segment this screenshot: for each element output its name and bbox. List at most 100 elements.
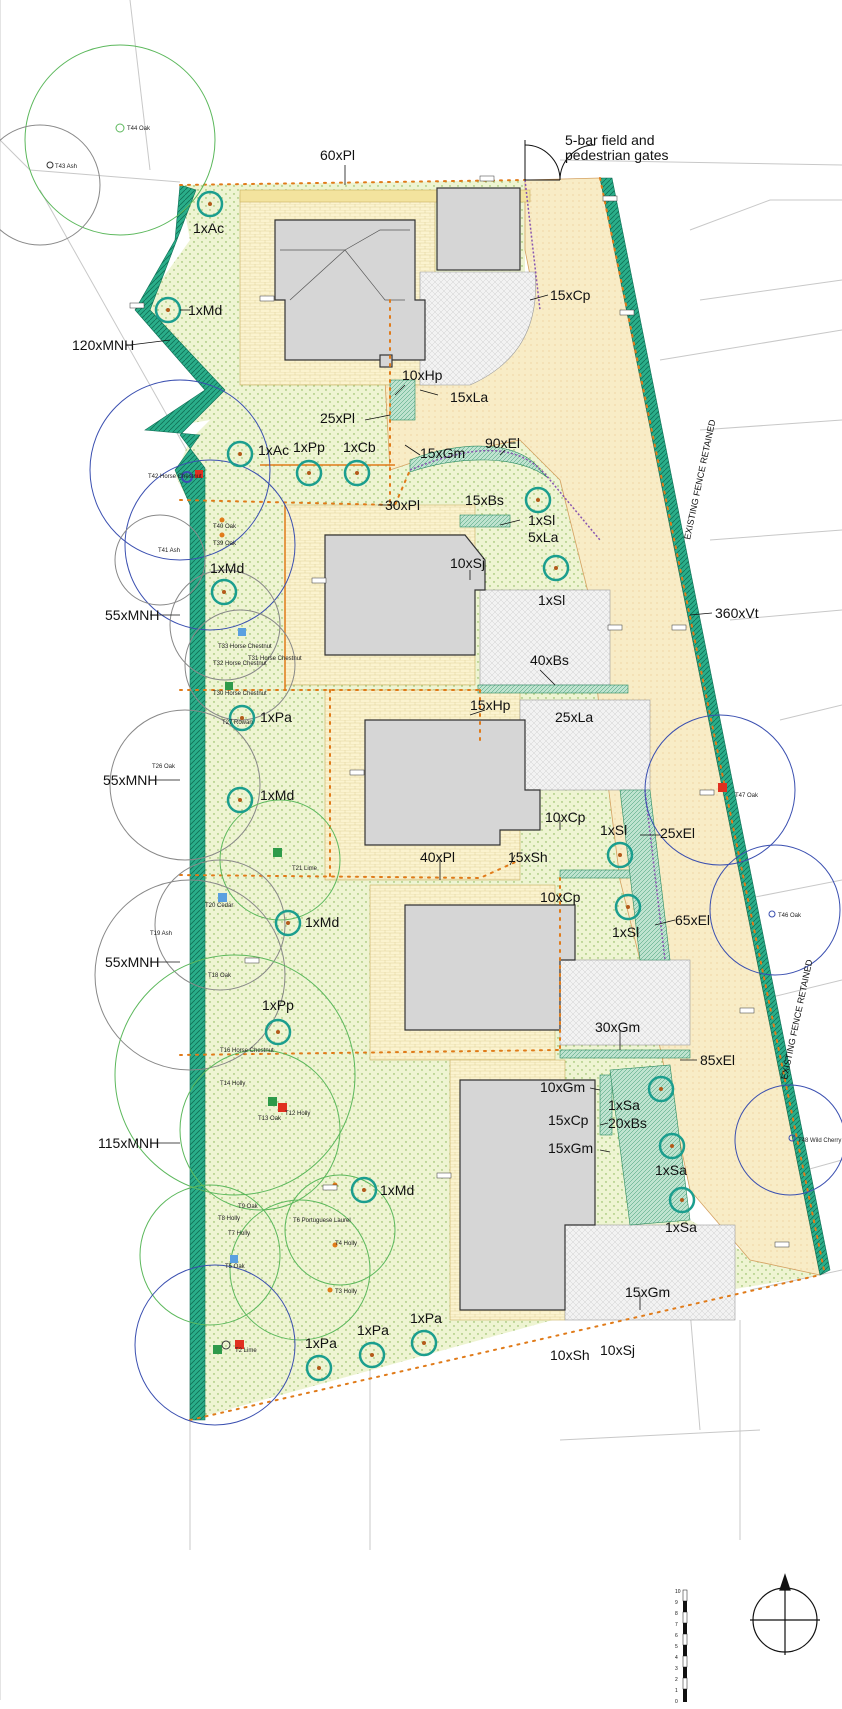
planting-label: 25xPl — [320, 410, 355, 426]
tree-label: T43 Ash — [55, 164, 77, 170]
tree-label: T32 Horse Chestnut — [213, 661, 267, 667]
planting-label: 15xLa — [450, 389, 488, 405]
planting-label: 60xPl — [320, 147, 355, 163]
tree-label: T4 Holly — [335, 1241, 357, 1247]
tree-label: T7 Holly — [228, 1231, 250, 1237]
west-hedge — [134, 184, 226, 1421]
tree-markers — [46, 123, 796, 1354]
planting-label: 360xVt — [715, 605, 759, 621]
planting-label: 1xPa — [357, 1322, 389, 1338]
planting-label: 10xSj — [600, 1342, 635, 1358]
scale-tick-label: 3 — [675, 1666, 678, 1672]
planting-label: 1xPa — [305, 1335, 337, 1351]
tree-label: T46 Oak — [778, 913, 802, 919]
planting-beds — [389, 379, 691, 1226]
gate — [524, 140, 596, 181]
planting-label: 10xCp — [545, 809, 586, 825]
planting-label: 15xHp — [470, 697, 511, 713]
leader-lines — [129, 165, 713, 1310]
tree-label: T18 Oak — [208, 973, 232, 979]
tree-label: T40 Oak — [213, 524, 237, 530]
tree-label: T26 Oak — [152, 764, 176, 770]
tree-label: T33 Horse Chestnut — [218, 644, 272, 650]
planting-label: 1xSl — [528, 512, 555, 528]
planting-label: 90xEl — [485, 435, 520, 451]
gate-note-line: pedestrian gates — [565, 147, 669, 163]
planting-label: 10xSh — [550, 1347, 590, 1363]
fence-label: EXISTING FENCE RETAINED — [682, 418, 717, 540]
planting-label: 1xSl — [538, 592, 565, 608]
planting-label: 10xHp — [402, 367, 443, 383]
planting-label: 25xLa — [555, 709, 593, 725]
tree-label: T3 Holly — [335, 1289, 357, 1295]
tree-label: T48 Wild Cherry — [798, 1138, 841, 1144]
planting-label: 1xSl — [612, 924, 639, 940]
scale-tick-label: 10 — [675, 1589, 681, 1595]
planting-label: 1xSl — [600, 822, 627, 838]
planting-label: 1xAc — [193, 220, 224, 236]
planting-label: 15xGm — [420, 445, 465, 461]
planting-label: 1xCb — [343, 439, 376, 455]
planting-label: 55xMNH — [103, 772, 157, 788]
planting-label: 85xEl — [700, 1052, 735, 1068]
planting-label: 1xMd — [210, 560, 244, 576]
scale-tick-label: 5 — [675, 1644, 678, 1650]
planting-label: 120xMNH — [72, 337, 134, 353]
planting-label: 1xPa — [260, 709, 292, 725]
tree-label: T19 Ash — [150, 931, 172, 937]
planting-label: 25xEl — [660, 825, 695, 841]
east-hedge — [599, 177, 831, 1276]
north-arrow — [750, 1573, 820, 1655]
planting-label: 30xPl — [385, 497, 420, 513]
tree-label: T12 Holly — [285, 1111, 310, 1117]
tree-label: T14 Holly — [220, 1081, 245, 1087]
scale-tick-label: 2 — [675, 1677, 678, 1683]
planting-label: 1xSa — [665, 1219, 697, 1235]
planting-label: 15xGm — [548, 1140, 593, 1156]
planting-label: 65xEl — [675, 912, 710, 928]
scale-tick-label: 6 — [675, 1633, 678, 1639]
planting-label: 15xSh — [508, 849, 548, 865]
tree-label: T31 Horse Chestnut — [248, 656, 302, 662]
tree-label: T8 Holly — [218, 1216, 240, 1222]
planting-label: 15xCp — [550, 287, 591, 303]
planting-label: 55xMNH — [105, 607, 159, 623]
tree-label: T16 Horse Chestnut — [220, 1048, 274, 1054]
proposed-trees — [154, 190, 696, 1382]
tree-label: T30 Horse Chestnut — [213, 691, 267, 697]
planting-label: 10xSj — [450, 555, 485, 571]
tree-label: T5 Oak — [225, 1264, 246, 1270]
scale-tick-label: 1 — [675, 1688, 678, 1694]
tree-label: T20 Cedar — [205, 903, 233, 909]
scale-tick-label: 4 — [675, 1655, 678, 1661]
planting-label: 20xBs — [608, 1115, 647, 1131]
scale-tick-label: 7 — [675, 1622, 678, 1628]
buildings — [274, 187, 596, 1311]
planting-label: 1xSa — [608, 1097, 640, 1113]
gate-note-line: 5-bar field and — [565, 132, 655, 148]
scale-tick-label: 8 — [675, 1611, 678, 1617]
tree-label: T42 Horse Chestnut — [148, 474, 202, 480]
tree-label: T9 Oak — [238, 1204, 259, 1210]
planting-label: 115xMNH — [98, 1135, 159, 1151]
planting-labels: 60xPl 1xAc 1xMd 120xMNH 15xCp 10xHp 15xLa 25xPl… — [72, 147, 759, 1363]
tree-label: T47 Oak — [735, 793, 759, 799]
tree-label: T27 Rowan — [222, 720, 253, 726]
scale-tick-label: 0 — [675, 1699, 678, 1705]
planting-label: 1xMd — [305, 914, 339, 930]
roof-lines — [280, 229, 410, 301]
tree-label: T39 Oak — [213, 541, 237, 547]
planting-label: 40xBs — [530, 652, 569, 668]
planting-label: 1xPp — [262, 997, 294, 1013]
planting-label: 55xMNH — [105, 954, 159, 970]
planting-label: 10xGm — [540, 1079, 585, 1095]
planting-label: 15xBs — [465, 492, 504, 508]
scale-bar — [682, 1589, 688, 1702]
scale-tick-label: 9 — [675, 1600, 678, 1606]
planting-label: 5xLa — [528, 529, 559, 545]
inner-edges — [260, 464, 395, 690]
planting-label: 1xMd — [260, 787, 294, 803]
tree-canopies — [0, 44, 842, 1426]
